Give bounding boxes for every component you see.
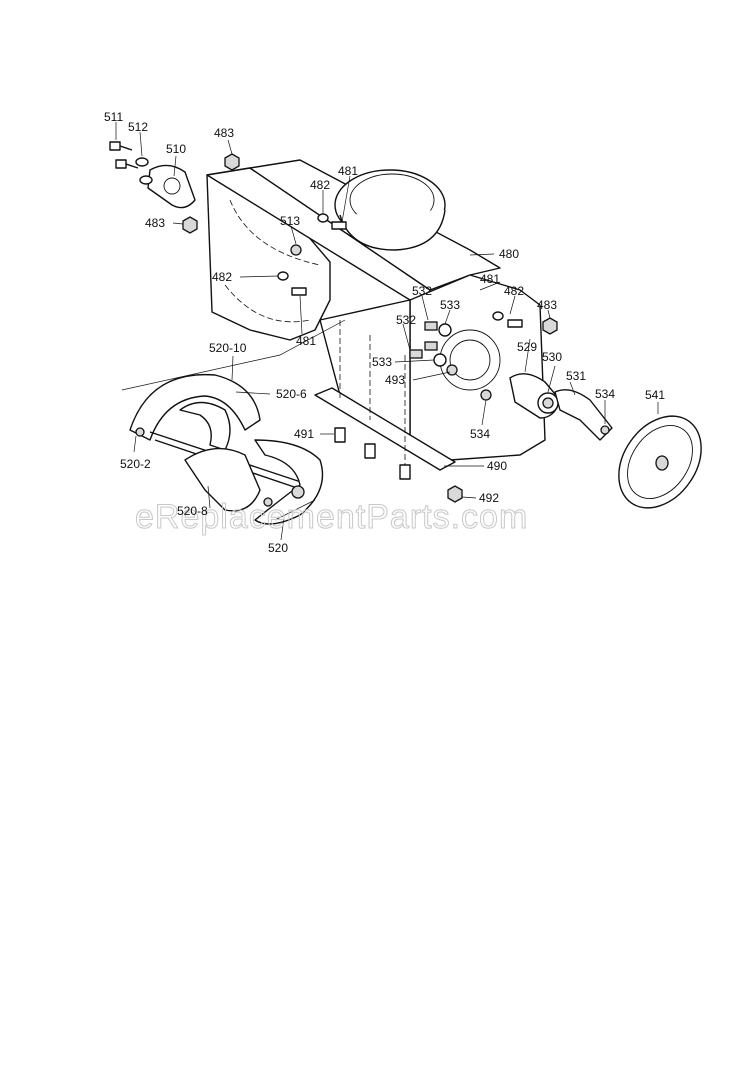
label-510: 510: [166, 142, 186, 156]
label-532-top: 532: [412, 284, 432, 298]
carriage-bolts-491: [334, 427, 411, 480]
label-480: 480: [499, 247, 519, 261]
bolt-511: [109, 141, 139, 169]
label-531: 531: [566, 369, 586, 383]
label-520-6: 520-6: [276, 387, 307, 401]
leader-lines: [115, 122, 659, 541]
auger-housing-480: [206, 159, 546, 461]
label-534-right: 534: [595, 387, 615, 401]
label-490: 490: [487, 459, 507, 473]
label-482-right: 482: [504, 284, 524, 298]
label-512: 512: [128, 120, 148, 134]
label-520: 520: [268, 541, 288, 555]
label-482-top: 482: [310, 178, 330, 192]
label-513: 513: [280, 214, 300, 228]
label-481-right: 481: [480, 272, 500, 286]
label-530: 530: [542, 350, 562, 364]
label-483-left: 483: [145, 216, 165, 230]
scraper-bar-490: [314, 320, 456, 471]
auger-assembly-520: [129, 373, 324, 525]
label-481-mid: 481: [296, 334, 316, 348]
label-533-top: 533: [440, 298, 460, 312]
watermark-text: eReplacementParts.com: [135, 498, 528, 536]
label-520-8: 520-8: [177, 504, 208, 518]
label-541: 541: [645, 388, 665, 402]
label-532-mid: 532: [396, 313, 416, 327]
label-529: 529: [517, 340, 537, 354]
nut-483: [182, 153, 558, 335]
label-520-10: 520-10: [209, 341, 247, 355]
label-483-right: 483: [537, 298, 557, 312]
label-482-mid: 482: [212, 270, 232, 284]
bearing-flange-510: [147, 164, 196, 209]
label-520-2: 520-2: [120, 457, 151, 471]
label-511: 511: [104, 110, 123, 124]
label-534-mid: 534: [470, 427, 490, 441]
bracket-531: [554, 389, 613, 441]
label-533-mid: 533: [372, 355, 392, 369]
label-481-top: 481: [338, 164, 358, 178]
label-492: 492: [479, 491, 499, 505]
washer-512: [135, 157, 153, 185]
label-491: 491: [294, 427, 314, 441]
hardware-481-482: [277, 213, 523, 328]
label-483-top: 483: [214, 126, 234, 140]
nut-492: [447, 485, 463, 503]
part-labels: 511 512 510 483 481 482 483 513 482 481 …: [104, 110, 665, 555]
pulley-541: [618, 415, 702, 509]
label-493: 493: [385, 373, 405, 387]
